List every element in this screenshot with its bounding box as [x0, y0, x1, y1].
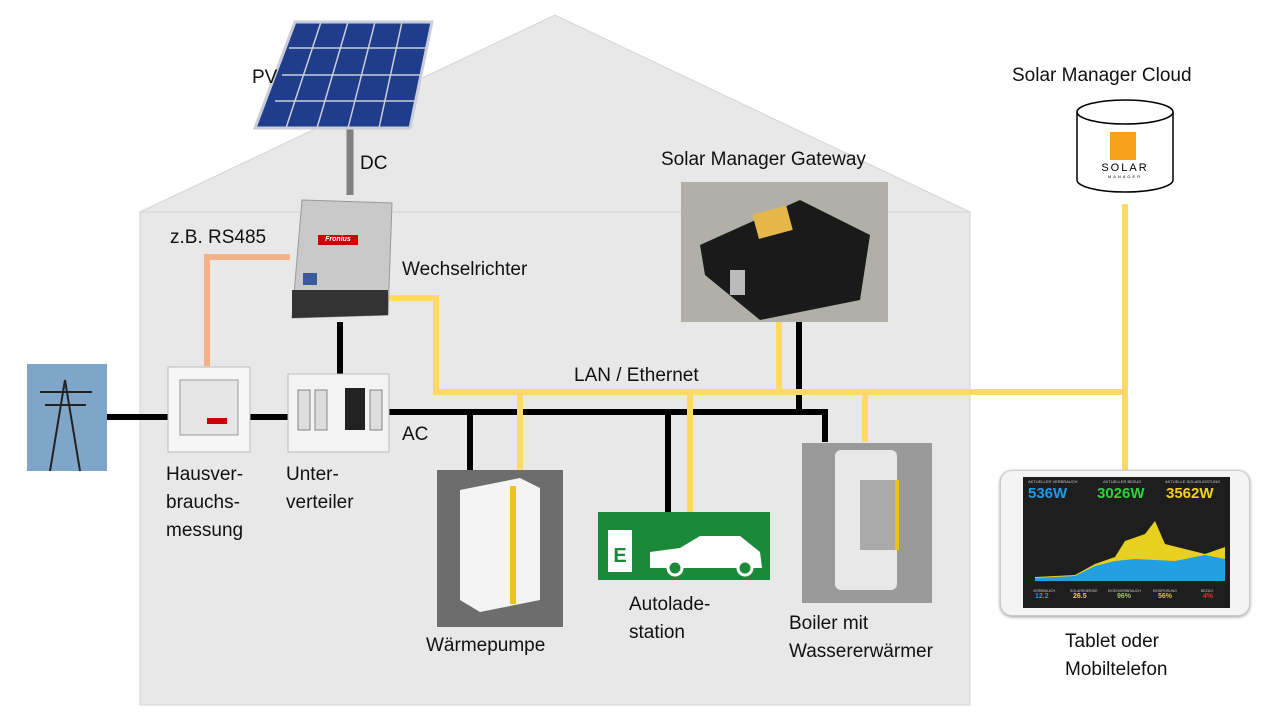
kpi-consumption-caption: VERBRAUCH [1033, 589, 1055, 593]
meter-label: Hausver- brauchs- messung [166, 464, 244, 541]
tablet-screen: AKTUELLER VERBRAUCH 536W AKTUELLER BEZUG… [1023, 477, 1230, 608]
cloud-label: Solar Manager Cloud [1012, 65, 1192, 86]
tablet-energy-chart [1035, 521, 1225, 581]
current-consumption-value: 536W [1028, 485, 1068, 502]
boiler-image [802, 443, 932, 603]
rs485-line [204, 254, 290, 366]
kpi-feedin-caption: EINSPEISUNG [1153, 589, 1177, 593]
lan-lines [388, 204, 1128, 512]
kpi-feedin-value: 56% [1158, 593, 1173, 600]
pv-panel-image [252, 20, 434, 130]
power-lines [105, 322, 828, 512]
inverter-image [291, 199, 393, 319]
current-import-value: 3026W [1097, 485, 1145, 502]
heatpump-label: Wärmepumpe [426, 635, 546, 656]
charging-station-image: E [598, 512, 770, 580]
kpi-consumption-value: 12.2 [1035, 593, 1049, 600]
current-solar-value: 3562W [1166, 485, 1214, 502]
svg-text:E: E [613, 545, 626, 567]
kpi-import-caption: BEZUG [1201, 589, 1214, 593]
lan-label: LAN / Ethernet [574, 365, 699, 386]
inverter-brand-logo: Fronius [325, 236, 351, 243]
heat-pump-image [437, 470, 563, 627]
dc-label: DC [360, 153, 388, 174]
current-import-caption: AKTUELLER BEZUG [1103, 479, 1142, 484]
gateway-label: Solar Manager Gateway [661, 149, 866, 170]
pv-label: PV [252, 67, 278, 88]
solar-manager-logo: SOLAR MANAGER [1101, 132, 1148, 179]
subdistribution-label: Unter- verteiler [286, 464, 354, 513]
energy-meter-image [167, 366, 251, 453]
svg-text:MANAGER: MANAGER [1108, 174, 1142, 179]
kpi-selfuse-caption: EIGENVERBRAUCH [1108, 589, 1141, 593]
kpi-solar-caption: SOLARENERGIE [1070, 589, 1098, 593]
current-consumption-caption: AKTUELLER VERBRAUCH [1028, 479, 1078, 484]
ac-label: AC [402, 424, 429, 445]
tablet-label: Tablet oder Mobiltelefon [1065, 631, 1168, 680]
kpi-solar-value: 26.5 [1073, 593, 1087, 600]
svg-text:SOLAR: SOLAR [1101, 162, 1148, 174]
power-grid-image [27, 364, 107, 472]
charger-label: Autolade- station [629, 594, 711, 643]
boiler-label: Boiler mit Wassererwärmer [789, 613, 933, 662]
kpi-selfuse-value: 96% [1117, 593, 1132, 600]
rs485-label: z.B. RS485 [170, 227, 267, 248]
kpi-import-value: 4% [1203, 593, 1214, 600]
tablet-image: AKTUELLER VERBRAUCH 536W AKTUELLER BEZUG… [1000, 470, 1250, 616]
gateway-image [681, 182, 888, 322]
current-solar-caption: AKTUELLE SOLARLEISTUNG [1165, 479, 1221, 484]
subdistribution-image [287, 373, 390, 453]
inverter-label: Wechselrichter [402, 259, 528, 280]
